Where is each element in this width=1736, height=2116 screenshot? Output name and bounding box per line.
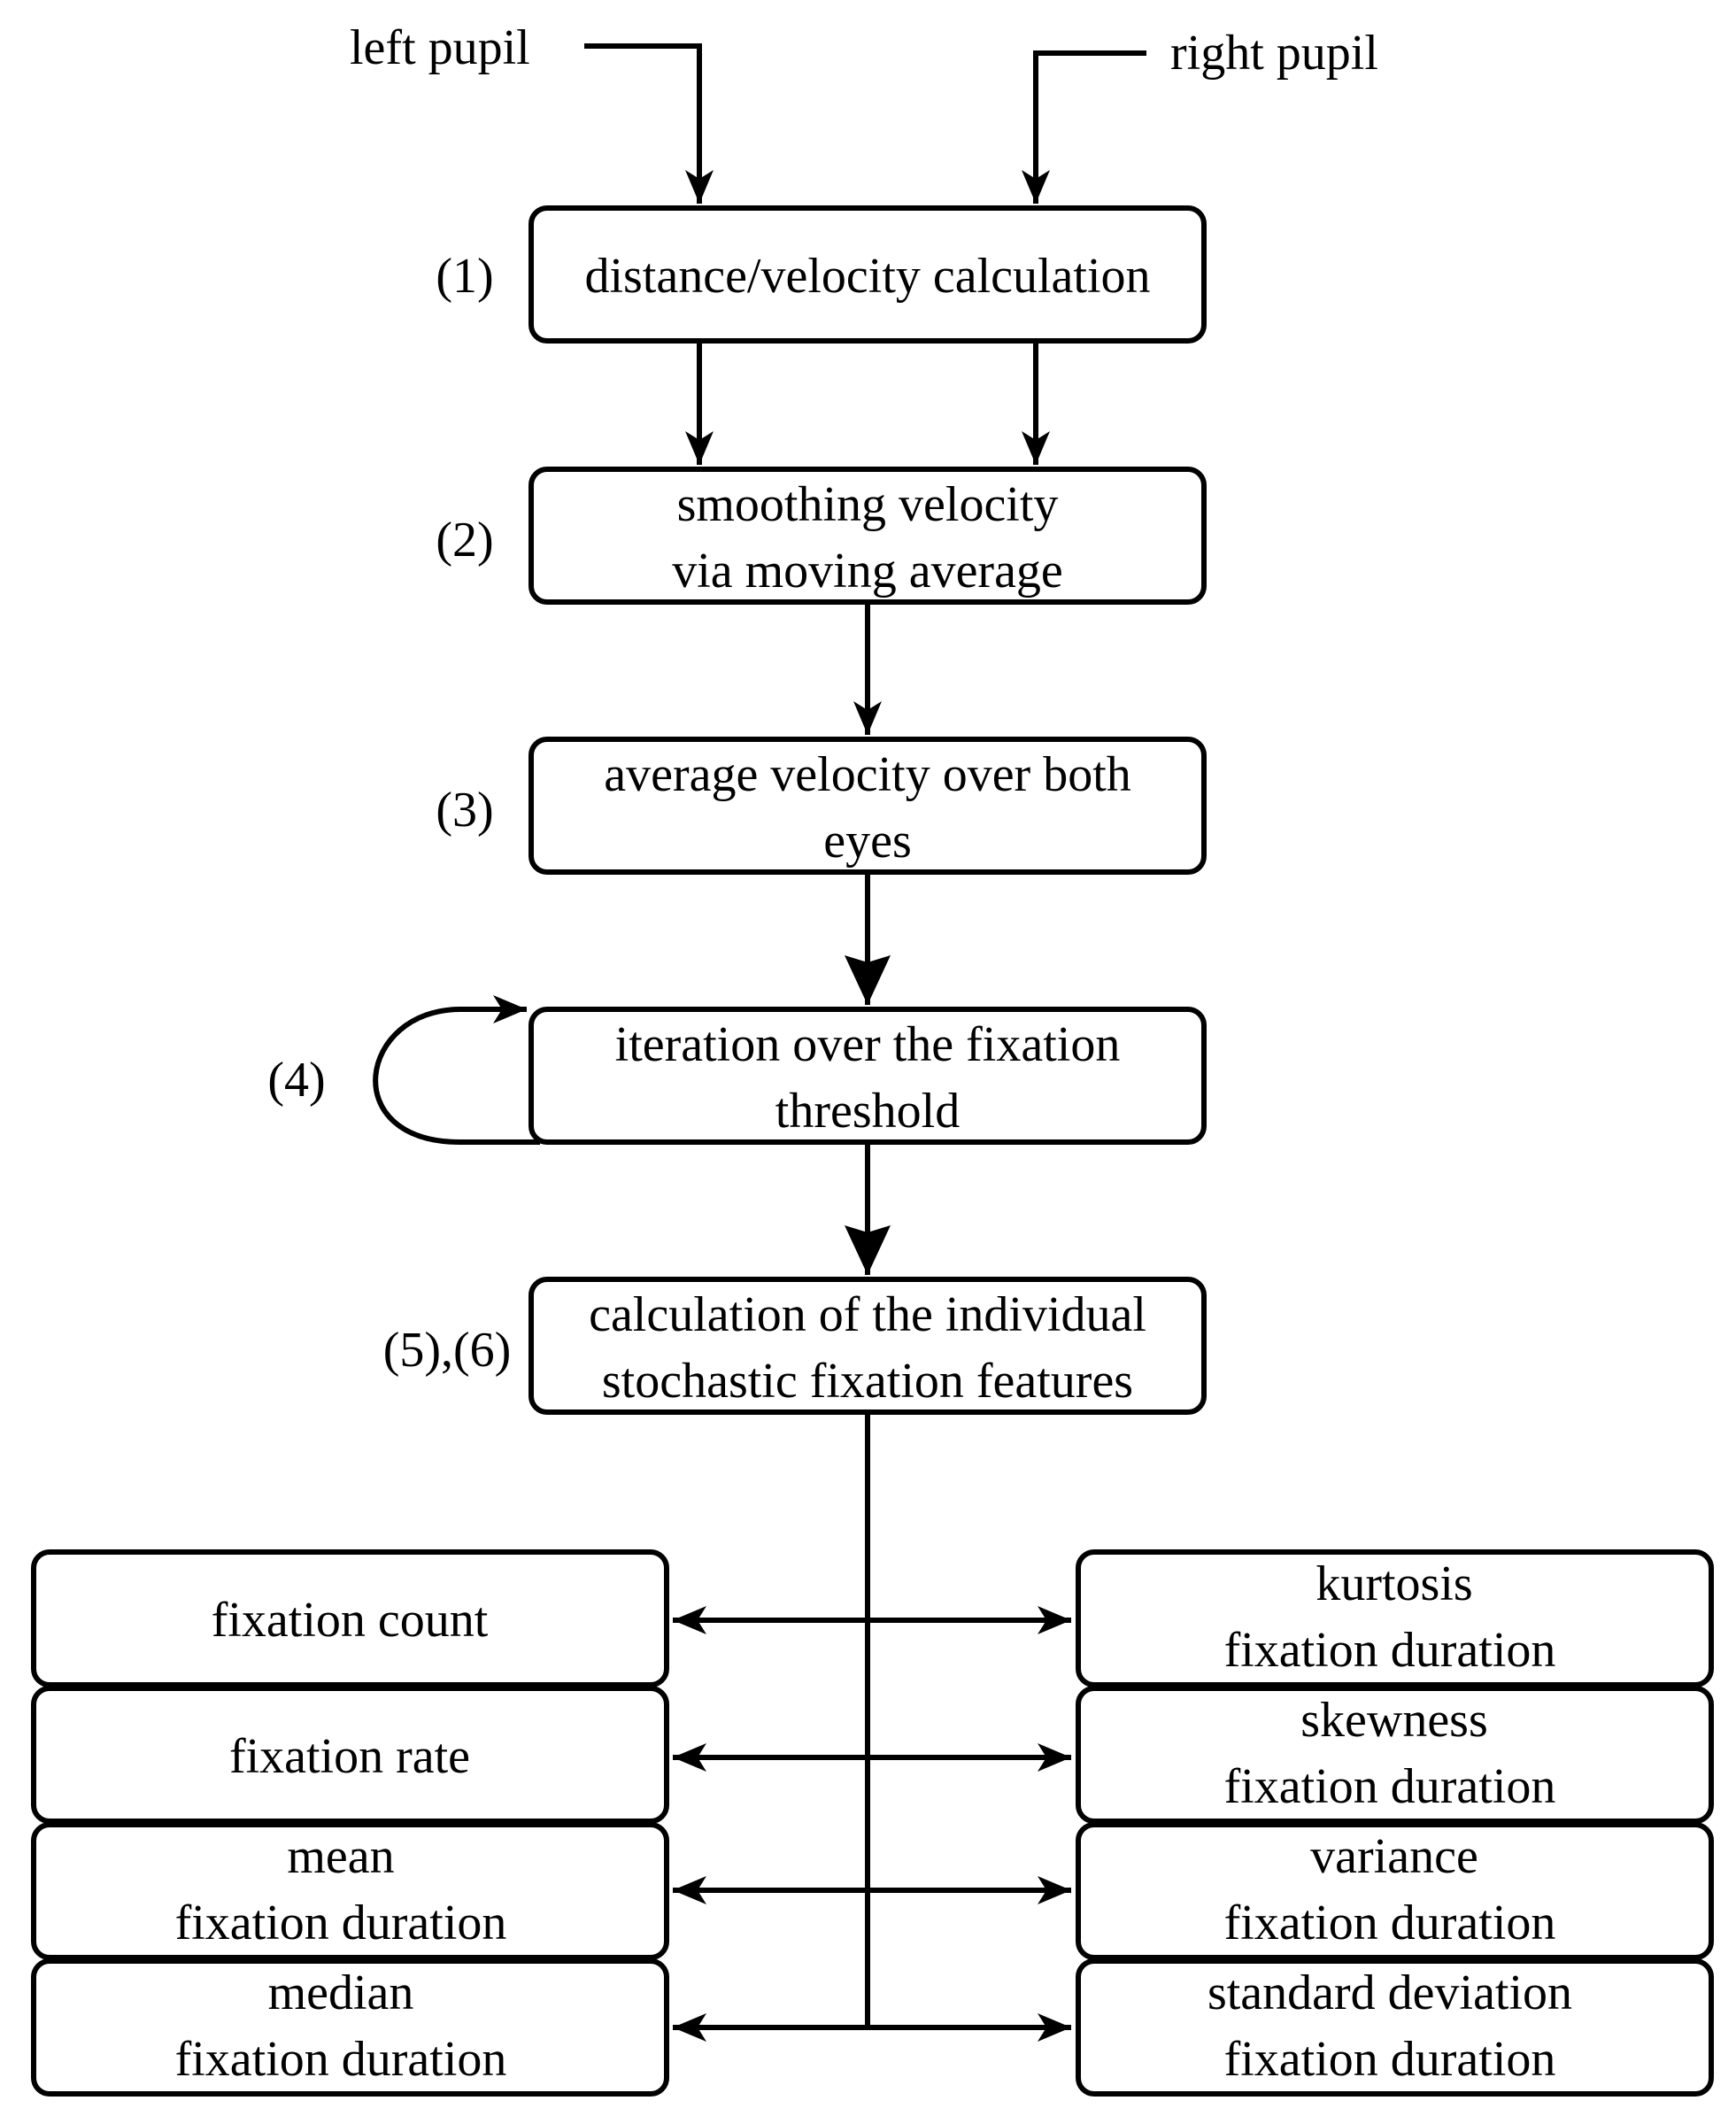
step-3-line-1: average velocity over both [604,747,1131,802]
feature-standard-deviation-line-2: fixation duration [1224,2032,1556,2087]
iteration-loop-arrow [373,995,540,1145]
feature-median-line-1: median [268,1965,414,2020]
feature-fixation-rate-label: fixation rate [229,1729,470,1784]
feature-kurtosis-line-1: kurtosis [1316,1556,1472,1611]
step-2-line-1: smoothing velocity [677,477,1059,532]
feature-box-skewness-fixation-duration [1076,1686,1714,1824]
right-pupil-label: right pupil [1170,26,1378,81]
step-5-6-number: (5),(6) [383,1323,512,1378]
feature-box-variance-fixation-duration [1076,1822,1714,1960]
feature-box-mean-fixation-duration [31,1822,669,1960]
step-1-box [529,205,1207,344]
feature-box-fixation-count [31,1549,669,1687]
step-4-line-2: threshold [775,1084,960,1139]
feature-standard-deviation-line-1: standard deviation [1207,1965,1572,2020]
step-5-6-line-1: calculation of the individual [589,1287,1146,1342]
step-2-number: (2) [436,513,493,568]
left-pupil-label: left pupil [350,20,530,75]
feature-box-kurtosis-fixation-duration [1076,1549,1714,1687]
feature-variance-line-2: fixation duration [1224,1896,1556,1950]
feature-skewness-line-1: skewness [1300,1693,1488,1748]
feature-skewness-line-2: fixation duration [1224,1759,1556,1814]
step-4-number: (4) [267,1053,325,1108]
feature-mean-line-1: mean [287,1829,394,1884]
feature-variance-line-1: variance [1310,1829,1478,1884]
step-2-line-2: via moving average [672,544,1063,599]
step-1-label: distance/velocity calculation [584,249,1150,304]
feature-box-fixation-rate [31,1686,669,1824]
feature-fixation-count-label: fixation count [212,1593,489,1648]
feature-mean-line-2: fixation duration [175,1896,507,1950]
feature-median-line-2: fixation duration [175,2032,507,2087]
step-3-line-2: eyes [823,814,912,869]
step-5-6-line-2: stochastic fixation features [602,1354,1133,1409]
step-1-number: (1) [436,249,493,304]
left-pupil-arrow [584,43,714,204]
feature-box-standard-deviation-fixation-duration [1076,1958,1714,2097]
feature-box-median-fixation-duration [31,1958,669,2097]
step-3-number: (3) [436,783,493,838]
right-pupil-arrow [1022,50,1146,204]
step-4-line-1: iteration over the fixation [615,1017,1121,1072]
feature-kurtosis-line-2: fixation duration [1224,1623,1556,1678]
